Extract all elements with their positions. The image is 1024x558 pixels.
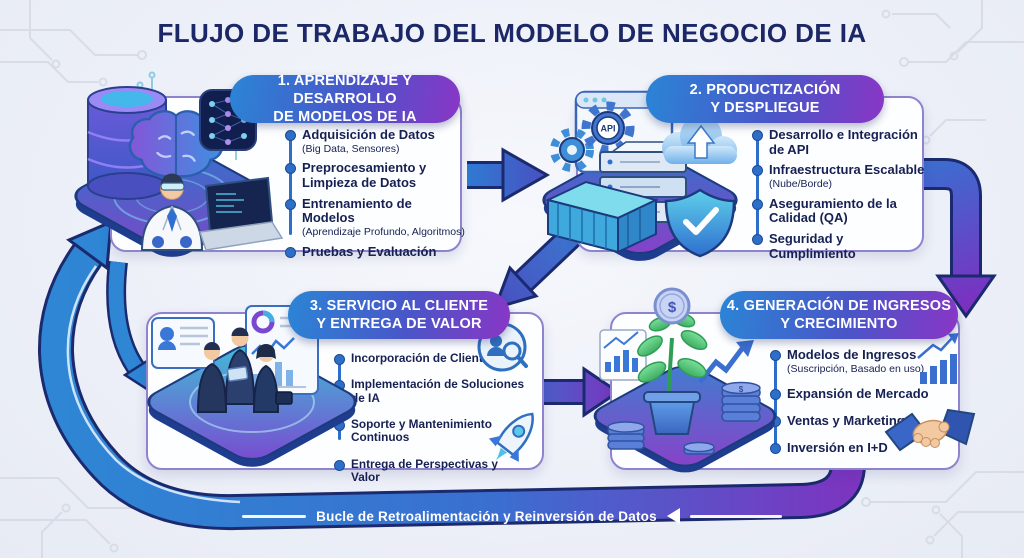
- left-arrow-icon: [666, 508, 680, 524]
- item-text: Infraestructura Escalable: [769, 162, 925, 178]
- item-text: Entrega de Perspectivas y Valor: [351, 456, 498, 484]
- banner-dash-right: [689, 514, 782, 518]
- banner-label: Bucle de Retroalimentación y Reinversión…: [316, 508, 657, 524]
- bullet-dot-icon: [752, 233, 763, 245]
- list-item: Desarrollo e Integración de API: [752, 127, 928, 157]
- feedback-loop-banner: Bucle de Retroalimentación y Reinversión…: [0, 503, 1024, 529]
- bullet-dot-icon: [285, 198, 296, 210]
- bullet-dot-icon: [752, 198, 763, 210]
- list-item: Infraestructura Escalable (Nube/Borde): [752, 163, 928, 190]
- stage-1-header: 1. APRENDIZAJE Y DESARROLLO DE MODELOS D…: [230, 72, 460, 126]
- stage-4-items: Modelos de Ingresos (Suscripción, Basado…: [770, 347, 956, 456]
- bullet-dot-icon: [334, 380, 345, 392]
- item-text: Inversión en I+D: [787, 439, 888, 455]
- item-text: Entrenamiento de Modelos: [302, 195, 412, 226]
- list-item: Entrenamiento de Modelos (Aprendizaje Pr…: [285, 195, 465, 239]
- bullet-dot-icon: [285, 130, 296, 141]
- list-item: Incorporación de Clientes: [334, 351, 540, 365]
- item-text: Implementación de Soluciones de IA: [351, 377, 525, 405]
- bullet-dot-icon: [752, 165, 763, 177]
- stage-2-items: Desarrollo e Integración de API Infraest…: [752, 127, 928, 261]
- bullet-dot-icon: [770, 415, 781, 427]
- bullet-dot-icon: [334, 354, 345, 365]
- stage-4-header: 4. GENERACIÓN DE INGRESOS Y CRECIMIENTO: [720, 291, 958, 339]
- stage-4-header-line1: 4. GENERACIÓN DE INGRESOS: [726, 297, 952, 314]
- item-subtext: (Aprendizaje Profundo, Algoritmos): [302, 225, 465, 238]
- bullet-dot-icon: [752, 130, 763, 141]
- list-item: Soporte y Mantenimiento Continuos: [334, 416, 540, 445]
- item-subtext: (Suscripción, Basado en uso): [787, 362, 925, 375]
- bullet-dot-icon: [334, 459, 345, 471]
- stage-3-header-line2: Y ENTREGA DE VALOR: [316, 316, 482, 332]
- item-text: Preprocesamiento y Limpieza de Datos: [302, 160, 427, 190]
- stage-2-header-line2: Y DESPLIEGUE: [710, 100, 820, 116]
- item-text: Aseguramiento de la Calidad (QA): [769, 195, 897, 226]
- list-item: Adquisición de Datos (Big Data, Sensores…: [285, 127, 465, 155]
- list-item: Pruebas y Evaluación: [285, 243, 465, 260]
- item-text: Soporte y Mantenimiento Continuos: [351, 416, 492, 445]
- stage-1-header-line1: 1. APRENDIZAJE Y DESARROLLO: [277, 72, 413, 107]
- stage-1-items: Adquisición de Datos (Big Data, Sensores…: [285, 127, 465, 260]
- list-item: Modelos de Ingresos (Suscripción, Basado…: [770, 347, 956, 375]
- stage-2-header: 2. PRODUCTIZACIÓN Y DESPLIEGUE: [646, 75, 884, 123]
- item-text: Desarrollo e Integración de API: [769, 127, 918, 157]
- item-text: Pruebas y Evaluación: [302, 243, 437, 259]
- bullet-dot-icon: [770, 389, 781, 401]
- list-item: Ventas y Marketing: [770, 412, 956, 429]
- flow-arrow-2-3: [492, 215, 592, 311]
- item-text: Expansión de Mercado: [787, 386, 929, 402]
- page-title: FLUJO DE TRABAJO DEL MODELO DE NEGOCIO D…: [157, 18, 867, 48]
- bullet-dot-icon: [285, 163, 296, 175]
- bullet-dot-icon: [285, 246, 296, 258]
- bullet-dot-icon: [334, 419, 345, 431]
- stage-1-header-line2: DE MODELOS DE IA: [273, 109, 417, 126]
- flow-arrow-1-2: [467, 147, 551, 203]
- item-text: Incorporación de Clientes: [351, 351, 496, 365]
- item-subtext: (Big Data, Sensores): [302, 142, 400, 155]
- item-text: Seguridad y Cumplimiento: [769, 230, 856, 261]
- item-subtext: (Nube/Borde): [769, 178, 833, 191]
- stage-3-header-line1: 3. SERVICIO AL CLIENTE: [309, 297, 489, 314]
- list-item: Implementación de Soluciones de IA: [334, 378, 540, 405]
- bullet-dot-icon: [770, 442, 781, 454]
- list-item: Entrega de Perspectivas y Valor: [334, 456, 540, 485]
- list-item: Seguridad y Cumplimiento: [752, 230, 928, 261]
- list-item: Aseguramiento de la Calidad (QA): [752, 195, 928, 226]
- banner-dash-left: [242, 514, 307, 518]
- list-item: Preprocesamiento y Limpieza de Datos: [285, 160, 465, 190]
- bullet-dot-icon: [770, 350, 781, 361]
- list-item: Expansión de Mercado: [770, 387, 956, 402]
- item-text: Modelos de Ingresos: [787, 347, 917, 362]
- list-item: Inversión en I+D: [770, 439, 956, 456]
- stage-2-header-line1: 2. PRODUCTIZACIÓN: [689, 81, 841, 98]
- item-text: Ventas y Marketing: [787, 412, 905, 428]
- item-text: Adquisición de Datos: [302, 127, 435, 142]
- flow-arrow-3-4: [540, 366, 621, 418]
- stage-3-header: 3. SERVICIO AL CLIENTE Y ENTREGA DE VALO…: [288, 291, 510, 339]
- stage-3-items: Incorporación de Clientes Implementación…: [334, 351, 540, 485]
- stage-4-header-line2: Y CRECIMIENTO: [780, 316, 898, 332]
